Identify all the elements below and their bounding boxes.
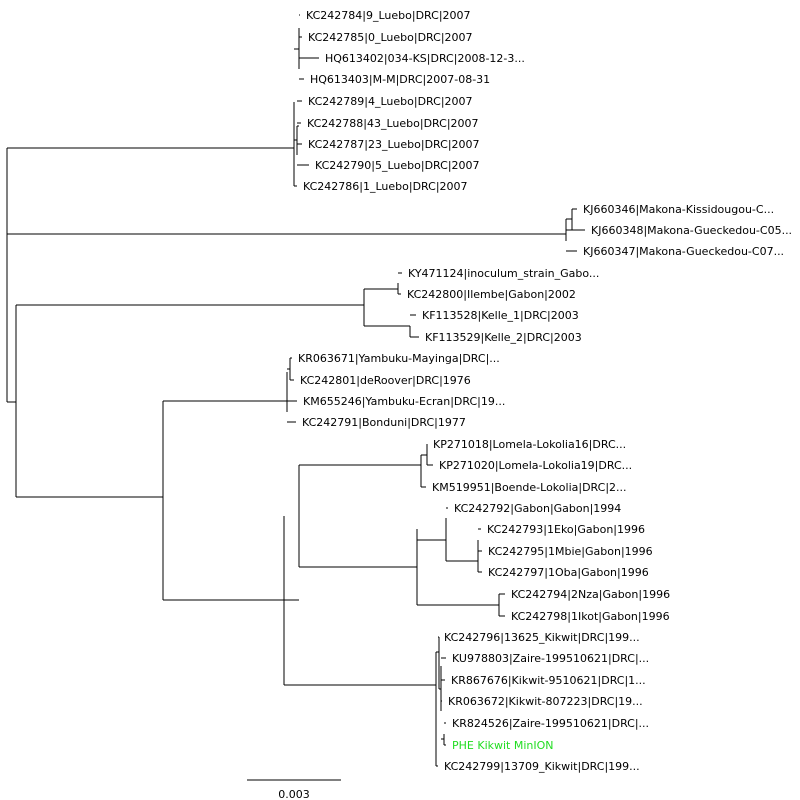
leaf-label: KC242796|13625_Kikwit|DRC|199... — [444, 631, 640, 644]
leaf-label: KY471124|inoculum_strain_Gabo... — [408, 267, 599, 280]
leaf-label: KJ660347|Makona-Gueckedou-C07... — [583, 245, 784, 258]
leaf-label: KC242798|1Ikot|Gabon|1996 — [511, 610, 670, 623]
leaf-label: KJ660346|Makona-Kissidougou-C... — [583, 203, 774, 216]
leaf-label: KC242784|9_Luebo|DRC|2007 — [306, 9, 471, 22]
leaf-label: KC242788|43_Luebo|DRC|2007 — [307, 117, 479, 130]
leaf-label: KC242790|5_Luebo|DRC|2007 — [315, 159, 480, 172]
scale-bar: 0.003 — [247, 779, 341, 800]
leaf-label: KC242791|Bonduni|DRC|1977 — [302, 416, 466, 429]
leaf-label: KC242792|Gabon|Gabon|1994 — [454, 502, 621, 515]
leaf-labels: KC242784|9_Luebo|DRC|2007KC242785|0_Lueb… — [298, 9, 792, 773]
leaf-label: KR063671|Yambuku-Mayinga|DRC|... — [298, 352, 500, 365]
leaf-label: KC242799|13709_Kikwit|DRC|199... — [444, 760, 640, 773]
leaf-label: HQ613403|M-M|DRC|2007-08-31 — [310, 73, 490, 86]
leaf-label: KC242786|1_Luebo|DRC|2007 — [303, 180, 468, 193]
leaf-label: KJ660348|Makona-Gueckedou-C05... — [591, 224, 792, 237]
leaf-label: KC242801|deRoover|DRC|1976 — [300, 374, 471, 387]
leaf-label: KC242787|23_Luebo|DRC|2007 — [308, 138, 480, 151]
leaf-label: KC242795|1Mbie|Gabon|1996 — [488, 545, 653, 558]
tree-branches — [6, 14, 585, 767]
leaf-label: KF113529|Kelle_2|DRC|2003 — [425, 331, 582, 344]
leaf-label: KP271020|Lomela-Lokolia19|DRC... — [439, 459, 632, 472]
leaf-label: KC242797|1Oba|Gabon|1996 — [488, 566, 649, 579]
leaf-label: KP271018|Lomela-Lokolia16|DRC... — [433, 438, 626, 451]
leaf-label: KM519951|Boende-Lokolia|DRC|2... — [432, 481, 627, 494]
leaf-label: KC242794|2Nza|Gabon|1996 — [511, 588, 670, 601]
leaf-label: PHE Kikwit MinION — [452, 739, 554, 752]
leaf-label: KR824526|Zaire-199510621|DRC|... — [452, 717, 649, 730]
scale-bar-label: 0.003 — [278, 788, 310, 800]
leaf-label: KC242800|Ilembe|Gabon|2002 — [407, 288, 576, 301]
leaf-label: KR063672|Kikwit-807223|DRC|19... — [448, 695, 643, 708]
leaf-label: KR867676|Kikwit-9510621|DRC|1... — [451, 674, 646, 687]
leaf-label: KC242793|1Eko|Gabon|1996 — [487, 523, 645, 536]
leaf-label: KU978803|Zaire-199510621|DRC|... — [452, 652, 649, 665]
leaf-label: KC242789|4_Luebo|DRC|2007 — [308, 95, 473, 108]
leaf-label: KM655246|Yambuku-Ecran|DRC|19... — [303, 395, 505, 408]
leaf-label: HQ613402|034-KS|DRC|2008-12-3... — [325, 52, 525, 65]
leaf-label: KC242785|0_Luebo|DRC|2007 — [308, 31, 473, 44]
leaf-label: KF113528|Kelle_1|DRC|2003 — [422, 309, 579, 322]
